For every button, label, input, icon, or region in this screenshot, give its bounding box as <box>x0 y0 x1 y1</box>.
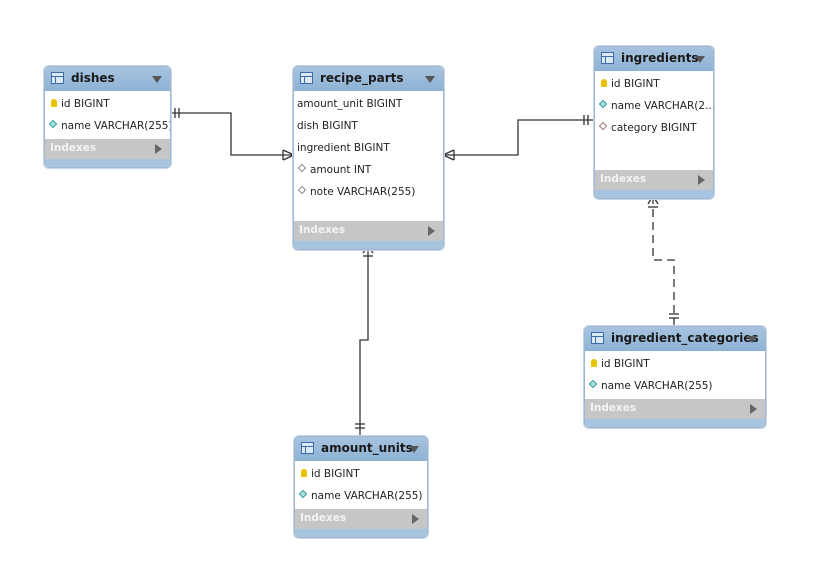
dropdown-triangle-icon[interactable] <box>425 76 435 83</box>
expand-arrow-icon[interactable] <box>750 404 757 414</box>
key-icon <box>601 79 607 87</box>
expand-arrow-icon[interactable] <box>155 144 162 154</box>
table-footer <box>295 529 427 537</box>
column-row[interactable]: amount INT <box>294 159 443 181</box>
column-label: name VARCHAR(255) <box>311 490 423 502</box>
table-amount-units[interactable]: amount_units id BIGINT name VARCHAR(255)… <box>294 436 428 538</box>
table-icon <box>301 442 314 454</box>
column-row[interactable]: note VARCHAR(255) <box>294 181 443 203</box>
column-row[interactable]: amount_unit BIGINT <box>294 93 443 115</box>
column-label: ingredient BIGINT <box>297 142 390 154</box>
column-diamond-icon <box>298 489 308 499</box>
table-ingredient-categories[interactable]: ingredient_categories id BIGINT name VAR… <box>584 326 766 428</box>
dropdown-triangle-icon[interactable] <box>747 336 757 343</box>
indexes-label: Indexes <box>590 402 637 414</box>
key-icon <box>51 99 57 107</box>
column-diamond-icon <box>588 379 598 389</box>
expand-arrow-icon[interactable] <box>698 175 705 185</box>
table-name: dishes <box>71 71 115 85</box>
table-recipe-parts[interactable]: recipe_parts amount_unit BIGINT dish BIG… <box>293 66 444 250</box>
column-label: amount INT <box>310 164 372 176</box>
column-row[interactable]: name VARCHAR(255) <box>45 115 170 137</box>
column-row[interactable]: id BIGINT <box>595 73 713 95</box>
table-footer <box>294 241 443 249</box>
table-dishes[interactable]: dishes id BIGINT name VARCHAR(255) Index… <box>44 66 171 168</box>
column-diamond-icon <box>48 119 58 129</box>
indexes-label: Indexes <box>300 512 347 524</box>
table-header[interactable]: dishes <box>45 67 170 91</box>
table-footer <box>45 159 170 167</box>
table-header[interactable]: ingredients <box>595 47 713 71</box>
indexes-section[interactable]: Indexes <box>45 139 170 159</box>
rel-ingredients-recipe-parts <box>443 119 594 156</box>
indexes-label: Indexes <box>50 142 97 154</box>
column-row[interactable]: name VARCHAR(2... <box>595 95 713 117</box>
table-name: ingredient_categories <box>611 331 759 345</box>
column-label: id BIGINT <box>601 358 650 370</box>
rel-amount-units-recipe-parts <box>359 246 369 435</box>
column-row[interactable]: name VARCHAR(255) <box>585 375 765 397</box>
table-name: recipe_parts <box>320 71 404 85</box>
column-row[interactable]: id BIGINT <box>295 463 427 485</box>
rel-dishes-recipe-parts <box>170 112 294 156</box>
expand-arrow-icon[interactable] <box>428 226 435 236</box>
column-row[interactable]: dish BIGINT <box>294 115 443 137</box>
rel-categories-ingredients <box>652 196 675 326</box>
column-label: amount_unit BIGINT <box>297 98 403 110</box>
table-icon <box>601 52 614 64</box>
column-label: name VARCHAR(2... <box>611 100 714 112</box>
column-row[interactable]: id BIGINT <box>585 353 765 375</box>
indexes-label: Indexes <box>600 173 647 185</box>
column-diamond-icon <box>297 185 307 195</box>
column-label: name VARCHAR(255) <box>61 120 171 132</box>
column-label: id BIGINT <box>311 468 360 480</box>
table-name: amount_units <box>321 441 413 455</box>
column-label: dish BIGINT <box>297 120 358 132</box>
column-label: name VARCHAR(255) <box>601 380 713 392</box>
column-diamond-icon <box>297 163 307 173</box>
column-label: id BIGINT <box>61 98 110 110</box>
table-icon <box>591 332 604 344</box>
key-icon <box>591 359 597 367</box>
table-ingredients[interactable]: ingredients id BIGINT name VARCHAR(2... … <box>594 46 714 199</box>
column-label: note VARCHAR(255) <box>310 186 416 198</box>
column-row[interactable]: ingredient BIGINT <box>294 137 443 159</box>
table-header[interactable]: recipe_parts <box>294 67 443 91</box>
indexes-section[interactable]: Indexes <box>294 221 443 241</box>
key-icon <box>301 469 307 477</box>
column-row[interactable]: category BIGINT <box>595 117 713 139</box>
table-icon <box>300 72 313 84</box>
table-icon <box>51 72 64 84</box>
indexes-section[interactable]: Indexes <box>585 399 765 419</box>
table-footer <box>595 190 713 198</box>
dropdown-triangle-icon[interactable] <box>152 76 162 83</box>
expand-arrow-icon[interactable] <box>412 514 419 524</box>
dropdown-triangle-icon[interactable] <box>409 446 419 453</box>
indexes-section[interactable]: Indexes <box>295 509 427 529</box>
column-diamond-icon <box>598 99 608 109</box>
column-row[interactable]: name VARCHAR(255) <box>295 485 427 507</box>
column-diamond-icon <box>598 121 608 131</box>
table-footer <box>585 419 765 427</box>
column-row[interactable]: id BIGINT <box>45 93 170 115</box>
dropdown-triangle-icon[interactable] <box>695 56 705 63</box>
table-name: ingredients <box>621 51 699 65</box>
indexes-section[interactable]: Indexes <box>595 170 713 190</box>
indexes-label: Indexes <box>299 224 346 236</box>
column-label: id BIGINT <box>611 78 660 90</box>
column-label: category BIGINT <box>611 122 697 134</box>
table-header[interactable]: ingredient_categories <box>585 327 765 351</box>
table-header[interactable]: amount_units <box>295 437 427 461</box>
